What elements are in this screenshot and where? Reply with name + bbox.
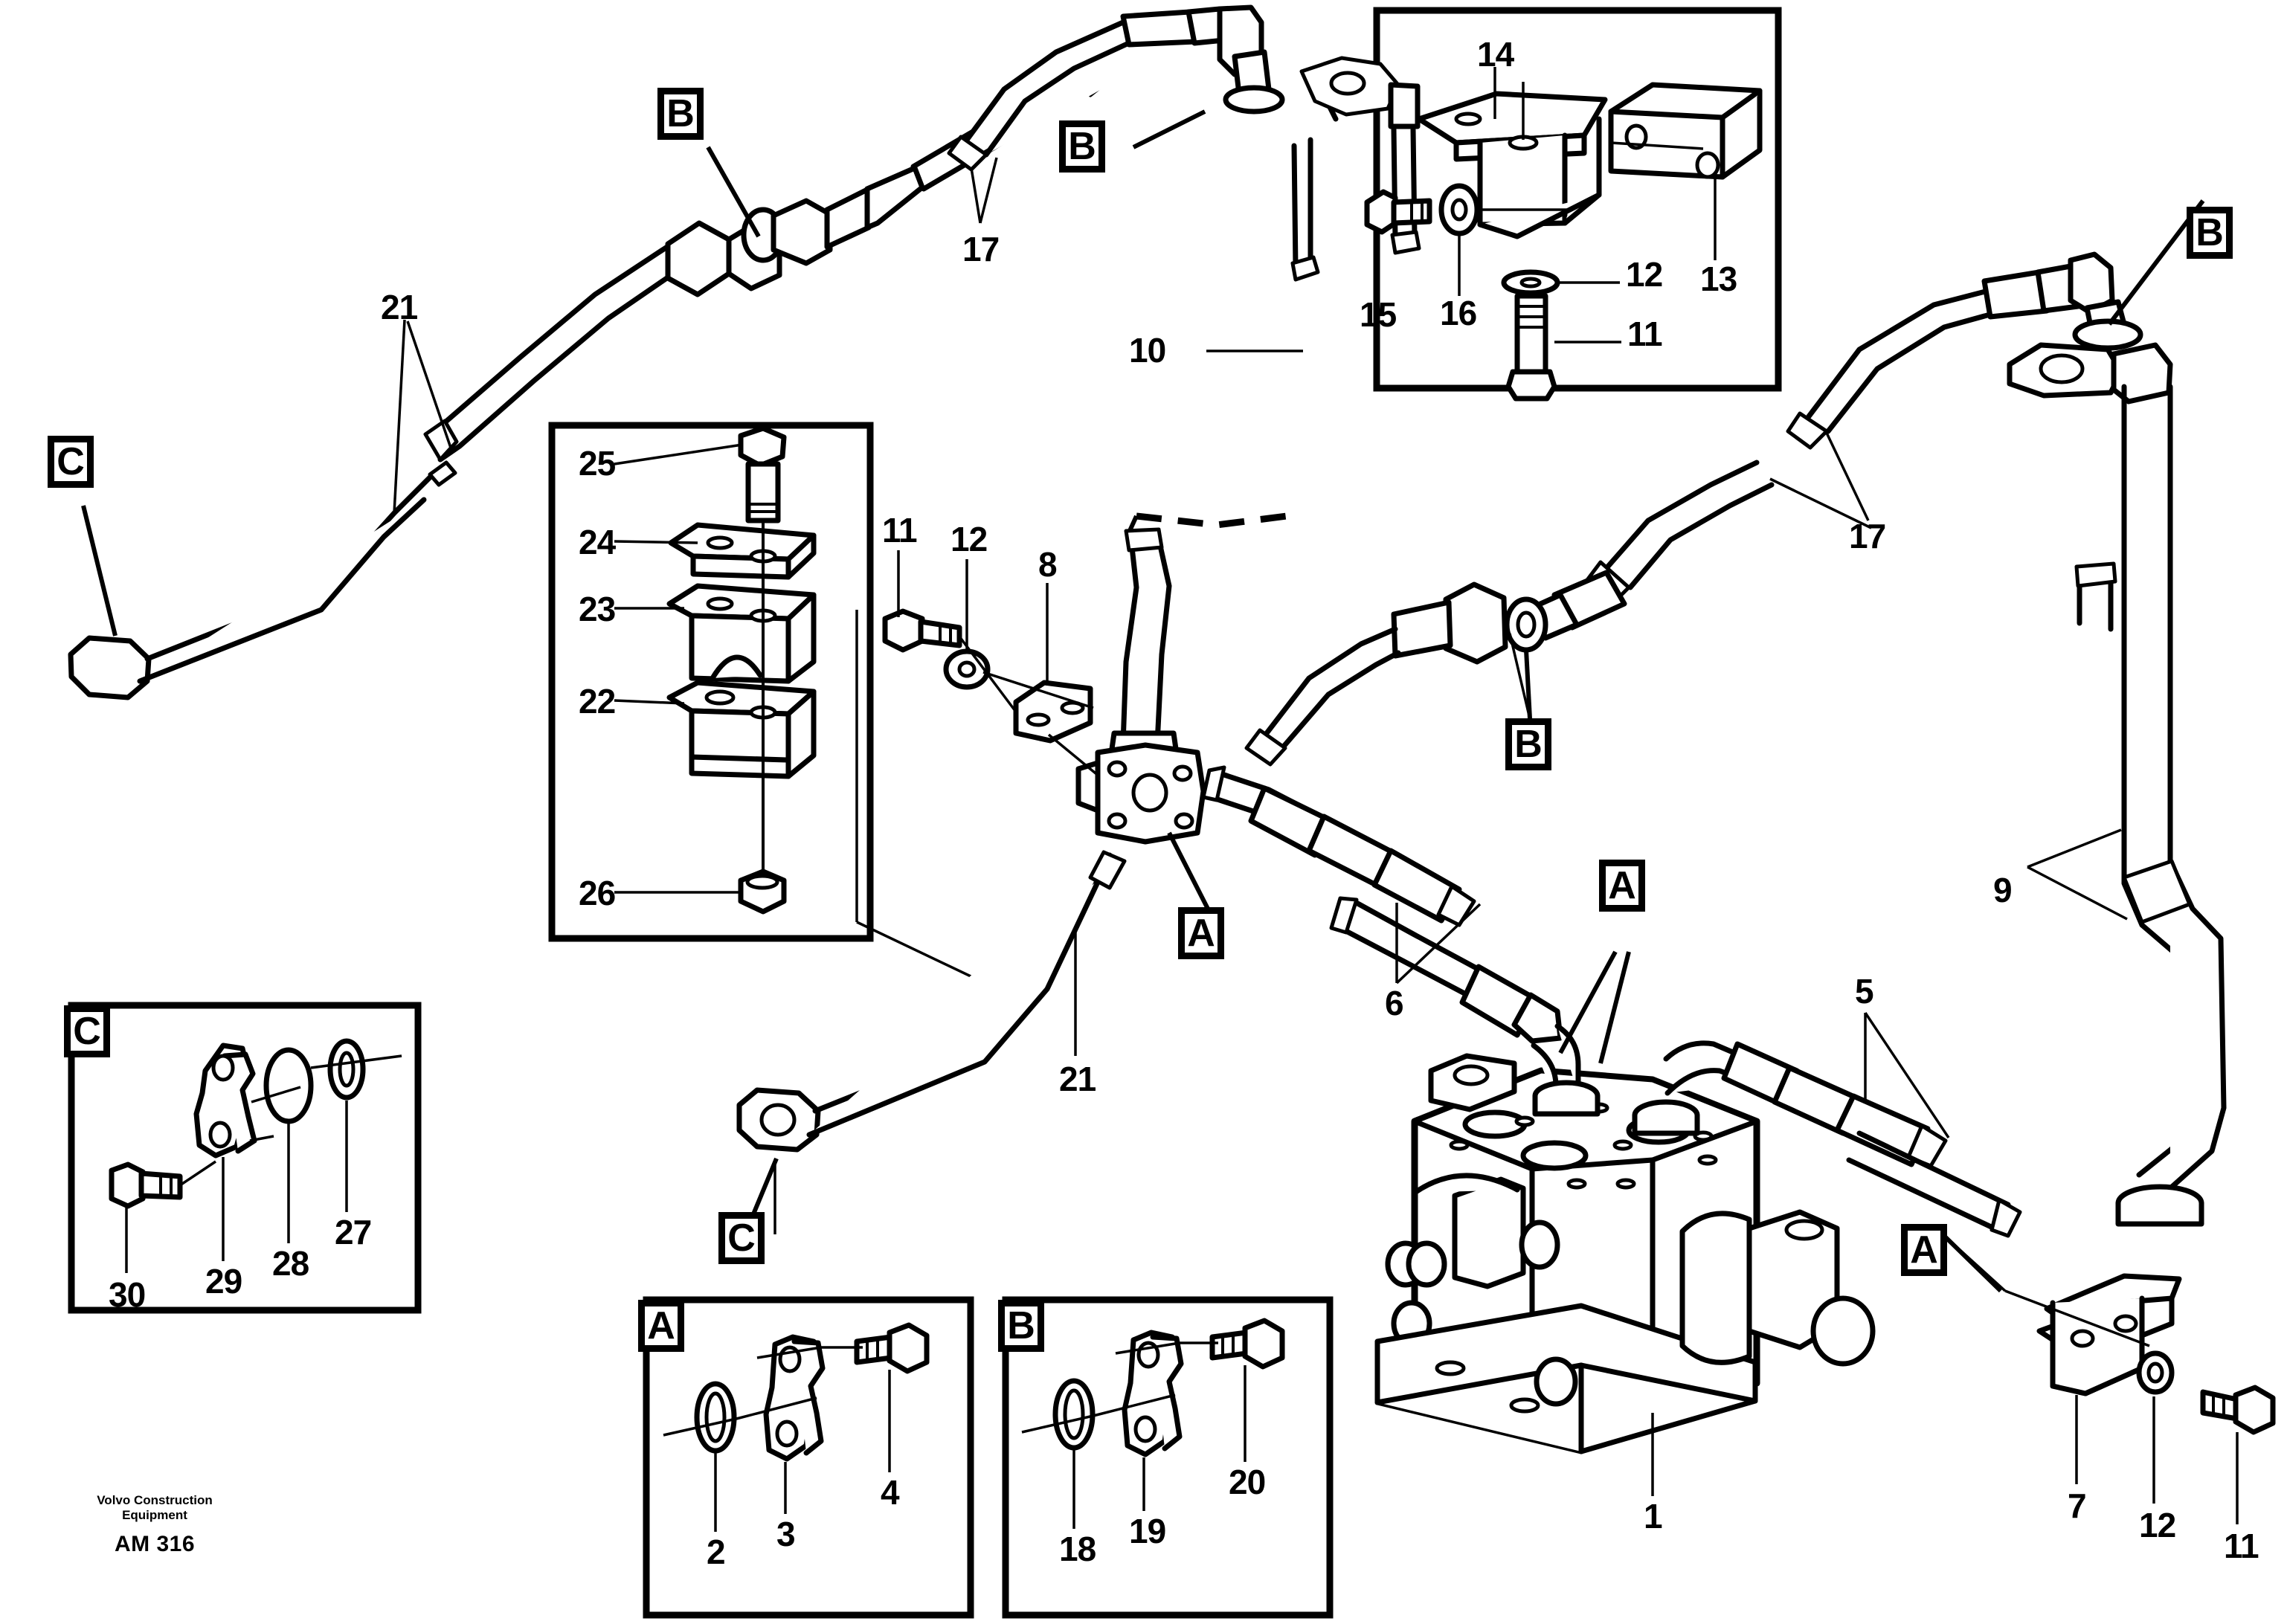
- callout-21-lower: 21: [1059, 1060, 1096, 1098]
- center-fitting-parts: [855, 527, 1206, 983]
- inset-frame-a: [643, 1296, 974, 1619]
- callout-15: 15: [1360, 295, 1397, 334]
- callout-20: 20: [1229, 1463, 1266, 1501]
- hose-17-upper: [947, 4, 1285, 172]
- tag-b-inset[interactable]: B: [998, 1300, 1044, 1352]
- callout-17-right: 17: [1849, 517, 1886, 555]
- callout-13: 13: [1700, 260, 1737, 298]
- inset-a-parts: [663, 1322, 930, 1532]
- pipe-21-lower: [736, 850, 1127, 1234]
- tag-b-mid-right[interactable]: B: [1505, 718, 1551, 770]
- callout-18: 18: [1059, 1530, 1096, 1568]
- hose-b-upper-mid: [1290, 56, 1421, 282]
- callout-3: 3: [776, 1515, 796, 1553]
- callout-21-upper: 21: [381, 288, 418, 326]
- leader-a-center: [1167, 831, 1213, 916]
- inset-bracket-parts: [1364, 67, 1763, 402]
- tag-c-left[interactable]: C: [48, 436, 94, 488]
- tag-c-center[interactable]: C: [718, 1212, 765, 1264]
- callout-19: 19: [1129, 1512, 1166, 1550]
- callout-30: 30: [109, 1275, 146, 1314]
- callout-12-inset: 12: [1626, 255, 1663, 294]
- leader-b-top-left: [706, 146, 761, 238]
- inset-frame-clamp: [548, 422, 874, 942]
- callout-4: 4: [881, 1473, 900, 1512]
- callout-10: 10: [1129, 331, 1166, 370]
- footer-block: Volvo Construction Equipment AM 316: [80, 1493, 229, 1557]
- leader-b-top-mid: [1132, 109, 1206, 149]
- brand-line-1: Volvo Construction: [97, 1493, 213, 1507]
- brand-name: Volvo Construction Equipment: [80, 1493, 229, 1522]
- callout-22: 22: [579, 682, 616, 721]
- leader-21-upper: [393, 319, 406, 514]
- callout-23: 23: [579, 590, 616, 628]
- leader-a-lower-right: [1940, 1232, 2003, 1293]
- callout-16: 16: [1440, 294, 1477, 332]
- leader-a-valve: [1598, 951, 1631, 1064]
- tag-b-top-left[interactable]: B: [657, 88, 704, 140]
- callout-5: 5: [1855, 972, 1874, 1011]
- callout-28: 28: [272, 1244, 309, 1283]
- callout-14: 14: [1477, 35, 1514, 74]
- callout-26: 26: [579, 874, 616, 912]
- brand-line-2: Equipment: [122, 1507, 187, 1522]
- inset-clamp-parts: [614, 425, 817, 915]
- callout-11-inset: 11: [1627, 315, 1663, 353]
- callout-29: 29: [205, 1262, 242, 1301]
- hose-17-right: [1786, 251, 2143, 450]
- leader-c-left: [81, 505, 118, 637]
- dashed-leader-10: [1136, 511, 1299, 529]
- tag-b-top-mid[interactable]: B: [1059, 120, 1105, 173]
- callout-27: 27: [335, 1213, 372, 1251]
- document-code: AM 316: [114, 1532, 196, 1557]
- pipe-9-lower: [2074, 561, 2117, 632]
- tag-b-top-right[interactable]: B: [2187, 207, 2233, 259]
- tag-a-center[interactable]: A: [1178, 907, 1224, 959]
- valve-block: [1374, 1053, 1876, 1496]
- callout-12-lower: 12: [2139, 1506, 2176, 1544]
- callout-17-upper: 17: [962, 230, 1000, 268]
- callout-6: 6: [1385, 984, 1404, 1022]
- callout-24: 24: [579, 523, 616, 561]
- tag-c-inset[interactable]: C: [64, 1005, 110, 1057]
- inset-frame-b: [1002, 1296, 1334, 1619]
- callout-8: 8: [1038, 545, 1058, 584]
- hose-21-upper: [423, 242, 683, 463]
- callout-2: 2: [707, 1533, 726, 1571]
- lower-right-bracket-parts: [1941, 1233, 2276, 1524]
- callout-9: 9: [1993, 871, 2013, 909]
- hose-5: [1632, 1012, 2022, 1238]
- callout-1: 1: [1644, 1497, 1663, 1536]
- pipe-9-right: [2007, 342, 2227, 1227]
- callout-7: 7: [2068, 1486, 2087, 1525]
- leader-c-center: [749, 1157, 779, 1221]
- callout-11-center: 11: [882, 511, 918, 550]
- inset-frame-c: [68, 1002, 422, 1314]
- hose-6: [1201, 765, 1601, 1117]
- callout-25: 25: [579, 444, 616, 483]
- tag-a-valve[interactable]: A: [1599, 860, 1645, 912]
- tag-a-lower-right[interactable]: A: [1901, 1224, 1947, 1276]
- callout-12-center: 12: [950, 520, 988, 558]
- callout-11-lower: 11: [2224, 1527, 2259, 1565]
- tag-a-inset[interactable]: A: [638, 1300, 684, 1352]
- inset-b-parts: [1021, 1318, 1285, 1529]
- hose-17-mid-right: [1244, 429, 1872, 767]
- inset-c-parts: [109, 1038, 402, 1273]
- pipe-21-upper: [68, 460, 457, 700]
